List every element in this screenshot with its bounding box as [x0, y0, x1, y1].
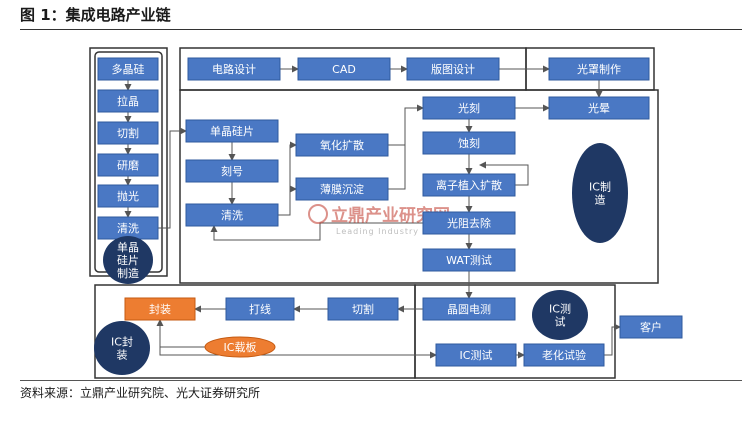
wafer-step-1: 多晶硅	[97, 57, 159, 81]
watermark-cn: 立鼎产业研究网	[331, 205, 450, 226]
svg-text:薄膜沉淀: 薄膜沉淀	[320, 182, 364, 196]
svg-text:清洗: 清洗	[221, 209, 243, 222]
svg-text:单晶: 单晶	[117, 241, 139, 254]
ic-mfg-etching: 蚀刻	[422, 131, 516, 155]
svg-text:蚀刻: 蚀刻	[458, 136, 480, 150]
wafer-step-5: 抛光	[97, 184, 159, 208]
svg-text:光阻去除: 光阻去除	[447, 216, 491, 230]
wafer-step-2: 拉晶	[97, 89, 159, 113]
design-step-1: 电路设计	[187, 57, 281, 81]
svg-text:IC测: IC测	[549, 303, 571, 316]
svg-text:制造: 制造	[117, 266, 139, 280]
svg-text:版图设计: 版图设计	[431, 62, 475, 76]
svg-text:抛光: 抛光	[117, 189, 139, 203]
ic-mfg-frame	[179, 89, 659, 284]
flow-arrow	[156, 319, 205, 348]
ic-mfg-marking: 刻号	[185, 159, 279, 183]
ic-mfg-oxidation: 氧化扩散	[295, 133, 389, 157]
svg-text:造: 造	[595, 193, 606, 207]
flow-arrow	[278, 185, 297, 216]
flow-arrow	[388, 107, 423, 190]
ic-test-ic-test: IC测试	[435, 343, 517, 367]
svg-text:研磨: 研磨	[117, 159, 139, 172]
wafer-step-4: 研磨	[97, 153, 159, 177]
svg-text:电路设计: 电路设计	[212, 63, 256, 76]
ic-mfg-ion-implant: 离子植入扩散	[422, 173, 516, 197]
svg-text:拉晶: 拉晶	[117, 94, 139, 108]
watermark-en: Leading Industry Research	[336, 227, 467, 236]
svg-text:装: 装	[117, 349, 128, 362]
ic-mfg-thin-film: 薄膜沉淀	[295, 177, 389, 201]
flow-arrow	[158, 127, 187, 229]
svg-text:硅片: 硅片	[117, 254, 139, 267]
svg-text:氧化扩散: 氧化扩散	[320, 138, 364, 152]
ic-test-wafer-probe: 晶圆电测	[422, 297, 516, 321]
svg-text:老化试验: 老化试验	[542, 348, 586, 362]
ic-package-substrate: IC载板	[204, 336, 276, 358]
figure-title: 图 1：集成电路产业链	[20, 6, 171, 24]
svg-text:光罩制作: 光罩制作	[577, 62, 621, 76]
flow-arrow	[479, 161, 529, 186]
svg-text:IC载板: IC载板	[224, 340, 257, 354]
ic-test-burn-in: 老化试验	[523, 343, 605, 367]
svg-text:光刻: 光刻	[458, 101, 480, 115]
svg-text:切割: 切割	[117, 126, 139, 140]
svg-text:IC测试: IC测试	[460, 349, 493, 362]
svg-text:刻号: 刻号	[221, 164, 243, 178]
svg-text:IC制: IC制	[589, 181, 611, 194]
mask-step-1: 光罩制作	[548, 57, 650, 81]
ic-mfg-wat-test: WAT测试	[422, 248, 516, 272]
svg-text:CAD: CAD	[332, 63, 356, 76]
watermark-logo-icon	[308, 204, 328, 224]
svg-text:切割: 切割	[352, 302, 374, 316]
ic-mfg-lithography: 光刻	[422, 96, 516, 120]
ic-package-encapsulation: 封装	[124, 297, 196, 321]
ic-mfg-resist-removal: 光阻去除	[422, 211, 516, 235]
svg-text:光晕: 光晕	[588, 101, 610, 115]
wafer-step-3: 切割	[97, 121, 159, 145]
source-note: 资料来源：立鼎产业研究院、光大证券研究所	[20, 386, 261, 400]
design-step-3: 版图设计	[406, 57, 500, 81]
ic-mfg-halo: 光晕	[548, 96, 650, 120]
design-step-2: CAD	[297, 57, 391, 81]
flow-arrow	[278, 141, 297, 216]
svg-text:离子植入扩散: 离子植入扩散	[436, 178, 502, 192]
customer-box: 客户	[619, 315, 683, 339]
flow-arrow	[604, 323, 621, 356]
svg-text:IC封: IC封	[111, 335, 133, 349]
svg-text:单晶硅片: 单晶硅片	[210, 125, 254, 138]
ic-mfg-cleaning: 清洗	[185, 203, 279, 227]
svg-text:客户: 客户	[640, 320, 662, 334]
svg-text:打线: 打线	[249, 302, 271, 316]
svg-text:清洗: 清洗	[117, 222, 139, 235]
ic-test-stage-oval: IC测试	[532, 290, 588, 340]
ic-package-wire-bond: 打线	[225, 297, 295, 321]
svg-text:WAT测试: WAT测试	[446, 254, 492, 267]
ic-mfg-single-crystal-wafer: 单晶硅片	[185, 119, 279, 143]
svg-text:试: 试	[555, 316, 566, 329]
watermark: 立鼎产业研究网 Leading Industry Research	[308, 204, 467, 236]
svg-text:封装: 封装	[149, 302, 171, 316]
source-rule	[20, 380, 742, 381]
title-rule	[20, 29, 742, 30]
flow-arrow	[159, 320, 437, 359]
wafer-step-6: 清洗	[97, 216, 159, 240]
svg-text:晶圆电测: 晶圆电测	[447, 303, 491, 316]
ic-test-frame	[414, 284, 616, 379]
ic-package-cutting: 切割	[327, 297, 399, 321]
svg-text:多晶硅: 多晶硅	[112, 62, 145, 76]
flow-arrow	[210, 222, 423, 241]
